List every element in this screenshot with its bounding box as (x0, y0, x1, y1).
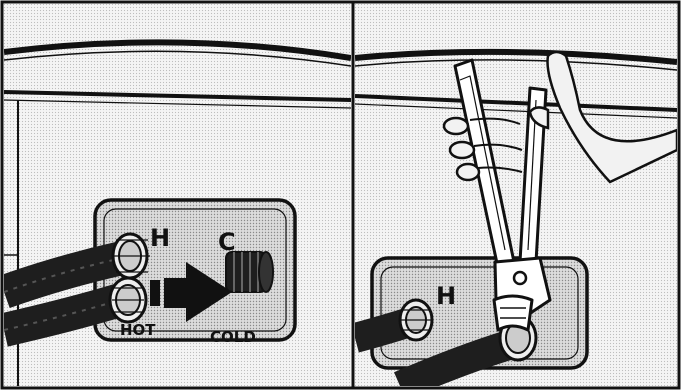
cold-hose-fitting (108, 276, 148, 324)
hot-inlet-fitting-right (398, 298, 434, 342)
label-hot: HOT (120, 321, 156, 339)
hand (442, 50, 677, 184)
panel-left-hot-cold-connection: H C HOT COLD (4, 4, 351, 386)
hot-inlet-fitting (111, 232, 150, 280)
label-h-left: H (150, 224, 170, 252)
cold-inlet-fitting (225, 251, 274, 293)
label-h-right: H (436, 282, 456, 310)
label-c: C (218, 228, 236, 256)
label-cold: COLD (210, 328, 256, 346)
panel-right-pliers-tighten: H (355, 4, 677, 386)
move-arrow (150, 262, 232, 322)
pliers (453, 58, 552, 332)
